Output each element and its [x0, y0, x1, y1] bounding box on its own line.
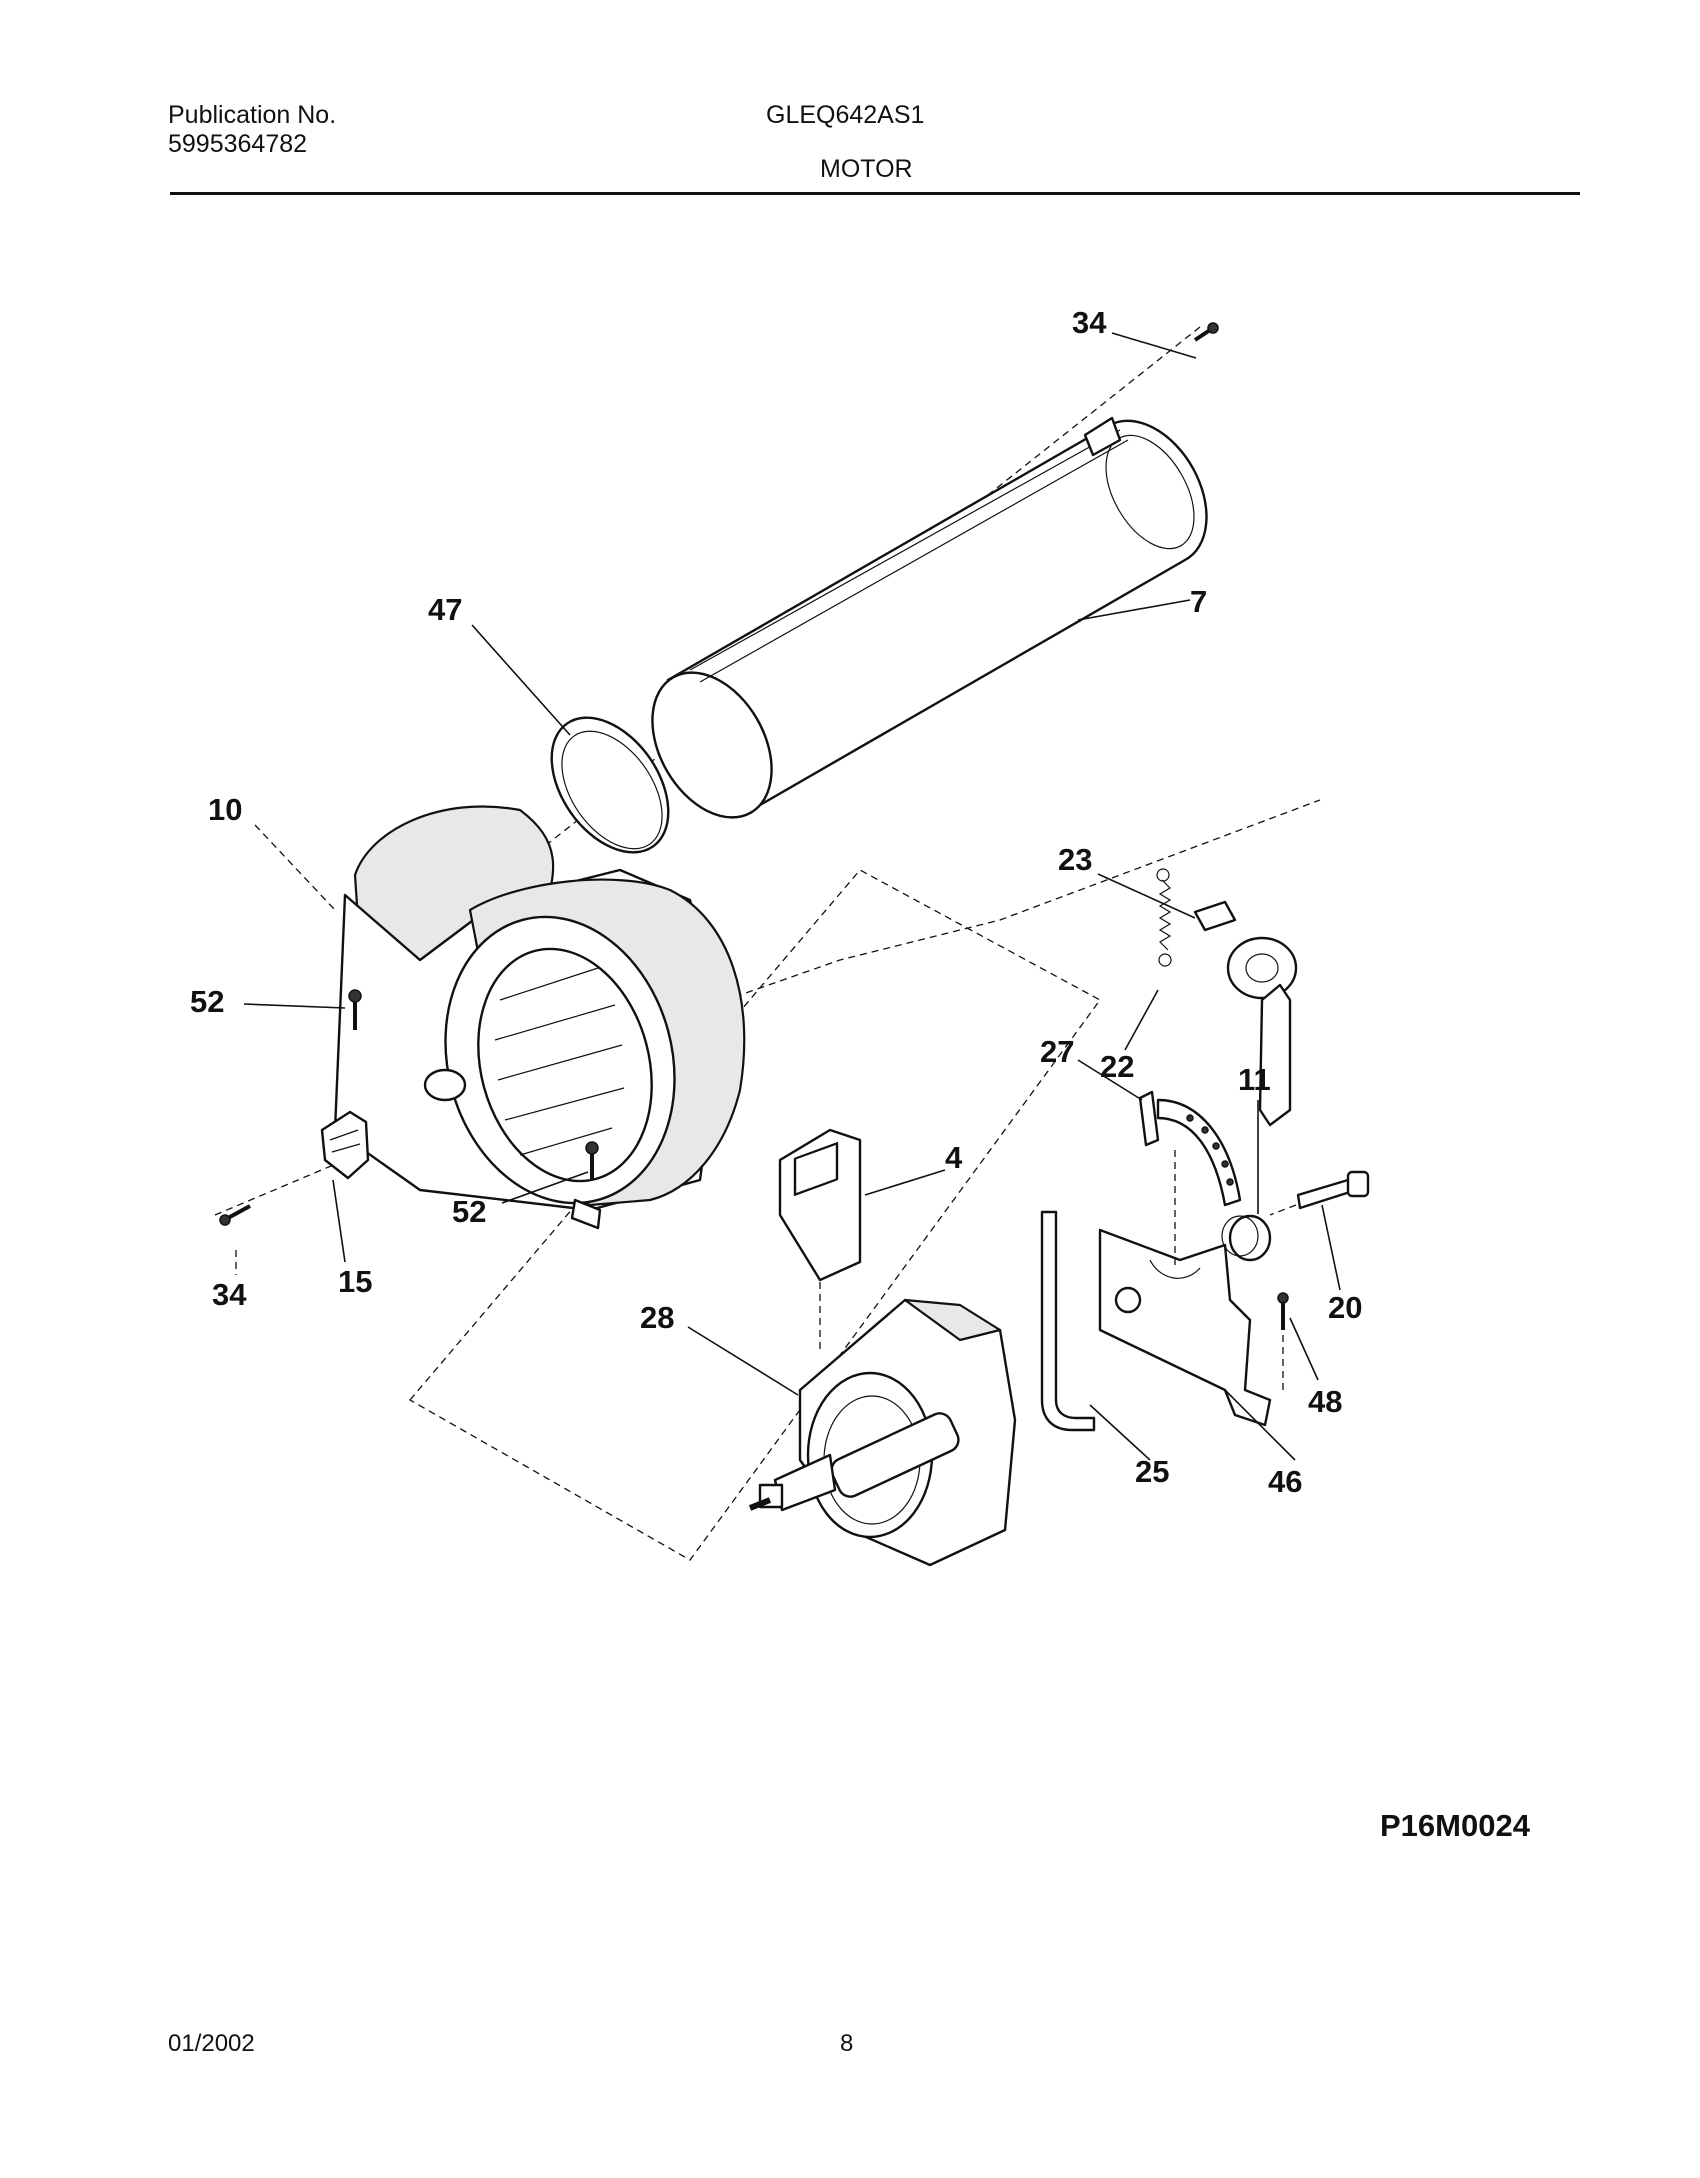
footer-date: 01/2002 — [168, 2030, 255, 2057]
duct-seal-ring — [550, 716, 670, 854]
idler-spring — [1156, 868, 1172, 967]
leader-lines — [235, 332, 1341, 1461]
blower-duct — [651, 416, 1208, 819]
callout-52-lower: 52 — [452, 1194, 486, 1229]
callout-48: 48 — [1308, 1384, 1342, 1419]
callout-28: 28 — [640, 1300, 674, 1335]
callout-20: 20 — [1328, 1290, 1362, 1325]
screw-34-lower — [219, 1204, 251, 1226]
callout-7: 7 — [1190, 584, 1207, 619]
callout-22: 22 — [1100, 1049, 1134, 1084]
callout-34-bottom: 34 — [212, 1277, 247, 1312]
motor-connector — [320, 1110, 370, 1180]
publication-label: Publication No. — [168, 101, 337, 129]
drive-motor — [748, 1298, 1017, 1567]
belt-area-outline — [408, 869, 1101, 1561]
motor-mount-pad — [778, 1128, 862, 1350]
idler-pulley-arm — [1193, 900, 1298, 1127]
callout-4: 4 — [945, 1140, 963, 1175]
section-title: MOTOR — [820, 155, 913, 183]
footer-page-number: 8 — [840, 2030, 854, 2057]
screw-52-lower — [585, 1141, 599, 1180]
motor-mount-bracket — [1098, 1228, 1272, 1427]
callout-15: 15 — [338, 1264, 372, 1299]
callout-46: 46 — [1268, 1464, 1302, 1499]
motor-strap — [1040, 1210, 1096, 1432]
publication-number: 5995364782 — [168, 130, 308, 158]
callout-25: 25 — [1135, 1454, 1169, 1489]
model-number: GLEQ642AS1 — [766, 101, 925, 129]
callout-52-upper: 52 — [190, 984, 224, 1019]
callout-23: 23 — [1058, 842, 1092, 877]
callout-34-top: 34 — [1072, 305, 1107, 340]
blower-housing — [330, 805, 746, 1230]
callout-27: 27 — [1040, 1034, 1074, 1069]
callout-10: 10 — [208, 792, 242, 827]
diagram-code: P16M0024 — [1380, 1808, 1530, 1843]
screw-34-upper — [1193, 322, 1219, 342]
idler-pulley — [1221, 1214, 1272, 1262]
callout-11: 11 — [1238, 1062, 1271, 1097]
screw-48 — [1277, 1292, 1289, 1395]
idler-bolt — [1269, 1170, 1370, 1216]
idler-bracket — [1138, 1090, 1242, 1270]
header-rule — [170, 192, 1580, 195]
screw-52-upper — [348, 989, 362, 1030]
callout-47: 47 — [428, 592, 462, 627]
